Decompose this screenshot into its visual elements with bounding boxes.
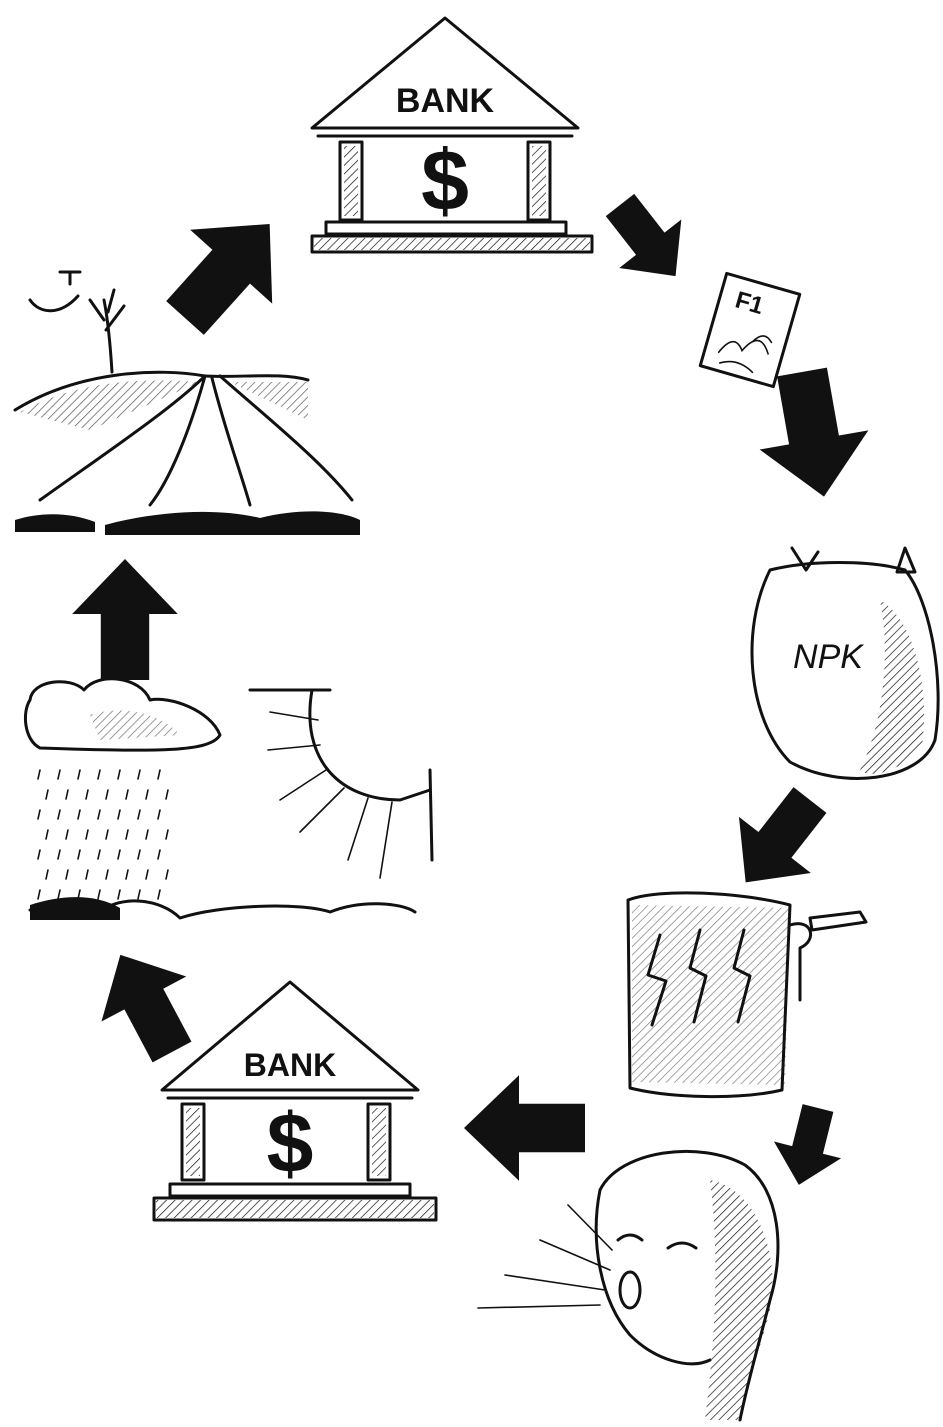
dead-tree-icon [90,290,124,372]
rain-drop [158,890,160,899]
rain-drop [78,850,80,859]
rain-drop [158,770,160,779]
rain-drop [126,830,128,839]
rain-drop [58,890,60,899]
flow-arrow-1 [589,181,707,301]
pesticide-container [628,893,866,1097]
bank-bottom: BANK $ [154,982,436,1220]
rain-drop [98,770,100,779]
bank-top-dollar-symbol: $ [421,133,469,229]
rain-drop [146,790,148,799]
fertilizer-sack-label: NPK [793,638,864,676]
rain-drop [86,790,88,799]
rain-drop [106,870,108,879]
rain-drop [118,850,120,859]
open-mouth [620,1272,640,1308]
crying-farmer [478,1151,778,1420]
rain-drop [66,830,68,839]
rain-drop [38,770,40,779]
rain-drop [138,850,140,859]
rain-drop [118,890,120,899]
rain-drop [166,870,168,879]
rain-drop [138,810,140,819]
rain-drop [66,870,68,879]
rain-drop [46,830,48,839]
flow-arrow-6 [78,932,214,1074]
rain-drop [38,810,40,819]
rain-drop [86,870,88,879]
rain-drop [146,870,148,879]
sun-icon [250,690,432,860]
rain-drop [106,830,108,839]
rain-drop [126,790,128,799]
seed-packet: F1 [700,273,800,386]
flow-arrow-7 [72,559,178,680]
flow-arrow-4 [765,1100,851,1194]
rain-drop [98,890,100,899]
rain-drop [58,770,60,779]
weather-scene [25,679,432,920]
fertilizer-sack: NPK [752,548,938,778]
rain-drop [78,810,80,819]
flow-arrow-8 [144,187,311,355]
bank-bottom-sign: BANK [244,1047,336,1083]
rain-drop [66,790,68,799]
rain-drop [158,850,160,859]
rain-drop [38,850,40,859]
rain-drops [38,770,168,899]
rain-drop [166,790,168,799]
rain-drop [46,870,48,879]
bank-top-sign: BANK [396,82,495,120]
flow-arrow-3 [710,772,846,910]
bank-bottom-dollar-symbol: $ [267,1096,314,1190]
rain-drop [158,810,160,819]
rain-drop [118,810,120,819]
rain-drop [98,850,100,859]
bank-top: BANK $ [312,18,592,252]
rain-drop [58,810,60,819]
rain-drop [46,790,48,799]
rain-drop [146,830,148,839]
rain-drop [138,770,140,779]
seed-packet-label: F1 [732,286,766,320]
rain-drop [106,790,108,799]
rain-drop [98,810,100,819]
flow-arrow-5 [464,1075,585,1181]
spray-nozzle [810,912,866,930]
rain-drop [118,770,120,779]
rain-drop [138,890,140,899]
rain-drop [166,830,168,839]
rain-drop [86,830,88,839]
rain-drop [58,850,60,859]
rain-drop [126,870,128,879]
rain-drop [78,770,80,779]
sun-setting-icon [30,272,80,311]
rain-drop [38,890,40,899]
